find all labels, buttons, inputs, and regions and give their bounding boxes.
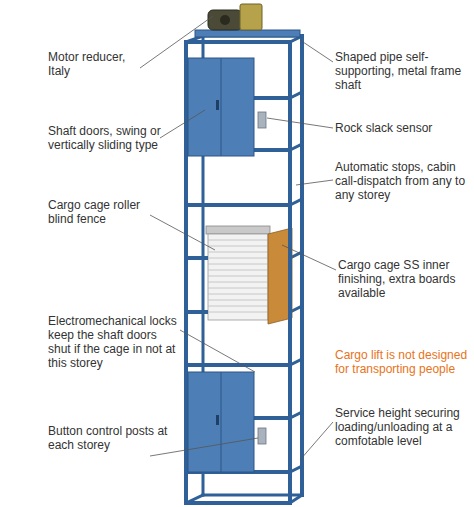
blind-slats (208, 240, 268, 312)
callout-label: Motor reducer, Italy (48, 50, 144, 78)
callout-label: Button control posts at each storey (48, 424, 172, 452)
callout-label: Electromechanical locks keep the shaft d… (48, 314, 182, 370)
callout-label: Shaped pipe self-supporting, metal frame… (335, 50, 467, 92)
shaft-frame (186, 36, 302, 503)
cage-top (206, 226, 270, 234)
callout-label: Automatic stops, cabin call-dispatch fro… (335, 160, 469, 202)
callout-label: Service height securing loading/unloadin… (335, 406, 465, 448)
door-panel (188, 372, 254, 472)
frame-post (300, 36, 304, 495)
callout-label: Shaft doors, swing or vertically sliding… (48, 124, 166, 152)
cargo-cage (206, 226, 292, 324)
leader-lines (140, 16, 336, 460)
callout-label: Cargo cage roller blind fence (48, 198, 152, 226)
roller-blind (208, 234, 268, 320)
callout-label: Cargo cage SS inner finishing, extra boa… (338, 258, 464, 300)
button-post (258, 428, 266, 444)
frame-bar (203, 494, 302, 497)
shaft-door (188, 372, 254, 472)
front-frame (186, 42, 290, 503)
door-panel (188, 58, 254, 156)
warning-note: Cargo lift is not designed for transport… (335, 348, 473, 376)
shaft-door (188, 58, 254, 156)
callout-label: Rock slack sensor (335, 121, 465, 135)
motor-reducer (195, 4, 300, 37)
button-post (258, 112, 266, 128)
